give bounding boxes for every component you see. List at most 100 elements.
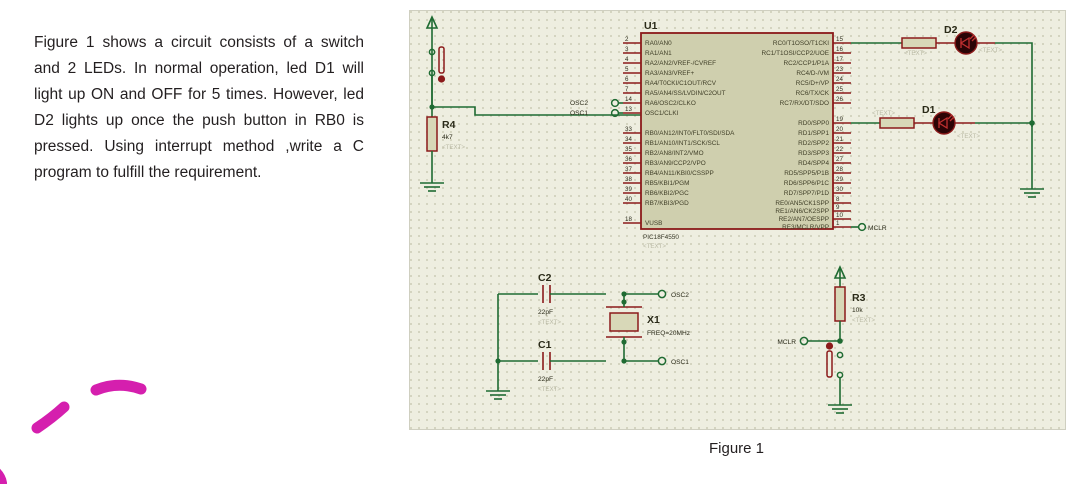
ground-symbol-r4: [420, 182, 444, 192]
reset-network: [799, 265, 852, 414]
pin-label: RC5/D+/VP: [796, 80, 829, 87]
pin-label: RC2/CCP1/P1A: [784, 60, 830, 67]
pin-label: RA4/T0CKI/C1OUT/RCV: [645, 80, 717, 87]
pin-label: RE3/MCLR/VPP: [782, 224, 829, 231]
pin-label: RB5/KBI1/PGM: [645, 180, 689, 187]
schematic-graphics: [420, 15, 1044, 414]
ink-stroke-arc: [90, 379, 147, 396]
d2-refdes: D2: [944, 24, 958, 36]
pin-number: 19: [836, 116, 843, 123]
question-paragraph: Figure 1 shows a circuit consists of a s…: [34, 34, 364, 181]
d1-refdes: D1: [922, 104, 936, 116]
r4-refdes: R4: [442, 119, 456, 131]
ic-right-pinnums-d: 19 20 21 22 27 28 29 30: [836, 116, 843, 193]
pin-label: RD3/SPP3: [798, 150, 829, 157]
schematic-text: U1 PIC18F4550 <TEXT> RA0/AN0 RA1/AN1 RA2…: [442, 20, 1002, 393]
ic-left-pin-stubs-b: [623, 132, 641, 204]
pin-label-vusb: VUSB: [645, 220, 662, 227]
pin-number: 6: [625, 76, 629, 83]
c2-value: 22pF: [538, 309, 553, 316]
c1-ghost: <TEXT>: [538, 386, 561, 393]
pin-label: RD2/SPP2: [798, 140, 829, 147]
r4-value: 4k7: [442, 134, 453, 141]
osc-terminals-ic: [610, 98, 623, 118]
pin-label: RD7/SPP7/P1D: [784, 190, 829, 197]
pin-number: 26: [836, 96, 843, 103]
wire-switch-to-rb0: [432, 106, 641, 116]
pin-number: 14: [625, 96, 632, 103]
pin-number: 7: [625, 86, 629, 93]
pin-number: 13: [625, 106, 632, 113]
netlabel-osc1-xtal: OSC1: [671, 359, 689, 366]
pin-label: RA3/AN3/VREF+: [645, 70, 694, 77]
netlabel-mclr-reset: MCLR: [777, 339, 796, 346]
pin-label: OSC1/CLKI: [645, 110, 679, 117]
pin-number: 24: [836, 76, 843, 83]
netlabel-osc2-xtal: OSC2: [671, 292, 689, 299]
r3-ghost: <TEXT>: [852, 317, 875, 324]
c1-refdes: C1: [538, 339, 552, 351]
ic-partname: PIC18F4550: [643, 234, 679, 241]
ic-ghost-label: <TEXT>: [643, 243, 666, 250]
ic-left-pinnums-a: 2 3 4 5 6 7 14 13: [625, 36, 632, 113]
pin-number: 16: [836, 46, 843, 53]
led-d2-branch: [851, 31, 1033, 127]
c2-ghost: <TEXT>: [538, 319, 561, 326]
pin-number: 38: [625, 176, 632, 183]
osc-terminals-crystal: [624, 289, 667, 366]
pin-label: RB2/AN8/INT2/VMO: [645, 150, 704, 157]
pin-number: 34: [625, 136, 632, 143]
pin-label: RD1/SPP1: [798, 130, 829, 137]
ic-right-pin-stubs-d: [833, 122, 851, 194]
ink-stroke-corner: [0, 468, 7, 484]
pin-label: RC4/D-/VM: [796, 70, 829, 77]
d2-res-ghost: <TEXT>: [904, 50, 927, 57]
pin-label: RD0/SPP0: [798, 120, 829, 127]
ink-stroke-diagonal: [31, 401, 70, 434]
pin-number: 33: [625, 126, 632, 133]
pin-number: 10: [836, 212, 843, 219]
crystal-x1: [606, 291, 642, 364]
pin-number: 39: [625, 186, 632, 193]
pin-number: 22: [836, 146, 843, 153]
pin-label: RB7/KBI3/PGD: [645, 200, 689, 207]
pin-number-vusb: 18: [625, 216, 632, 223]
c2-refdes: C2: [538, 272, 552, 284]
capacitor-c2: [498, 285, 606, 303]
junction-mclr: [837, 338, 843, 344]
pin-number: 17: [836, 56, 843, 63]
push-button-switch-rb0: [428, 46, 446, 107]
figure-caption: Figure 1: [708, 440, 765, 457]
pin-label: RE0/AN5/CK1SPP: [775, 200, 829, 207]
pin-number: 3: [625, 46, 629, 53]
ic-right-pinnums-e: 8 9 10 1: [836, 196, 843, 227]
pin-label: RA6/OSC2/CLKO: [645, 100, 696, 107]
c1-value: 22pF: [538, 376, 553, 383]
ink-annotation-marks: [0, 379, 147, 484]
ic-right-labels-d: RD0/SPP0 RD1/SPP1 RD2/SPP2 RD3/SPP3 RD4/…: [784, 120, 830, 197]
pin-label: RC7/RX/DT/SDO: [780, 100, 829, 107]
r3-value: 10k: [852, 307, 863, 314]
r3-refdes: R3: [852, 292, 866, 304]
ic-right-pinnums-c: 15 16 17 23 24 25 26: [836, 36, 843, 103]
pin-label: RB4/AN11/KBI0/CSSPP: [645, 170, 714, 177]
pin-number: 29: [836, 176, 843, 183]
x1-refdes: X1: [647, 314, 660, 326]
x1-value: FREQ=20MHz: [647, 330, 690, 337]
pin-number: 37: [625, 166, 632, 173]
resistor-r4: [426, 107, 438, 183]
pin-number: 8: [836, 196, 840, 203]
pin-number: 1: [836, 220, 840, 227]
ground-symbol-osc: [486, 390, 510, 400]
ic-left-pinnums-b: 33 34 35 36 37 38 39 40: [625, 126, 632, 203]
pin-label: RE1/AN6/CK2SPP: [775, 208, 829, 215]
d2-ghost: <TEXT>: [979, 47, 1002, 54]
ic-right-labels-e: RE0/AN5/CK1SPP RE1/AN6/CK2SPP RE2/AN7/OE…: [775, 200, 829, 231]
pin-label: RD5/SPP5/P1B: [784, 170, 829, 177]
mclr-terminal-ic: [851, 222, 867, 232]
netlabel-osc2-ic: OSC2: [570, 100, 588, 107]
r4-ghost: <TEXT>: [442, 144, 465, 151]
led-d1-branch: [851, 111, 1035, 189]
d1-res-ghost: <TEXT>: [872, 110, 895, 117]
ic-right-labels-c: RC0/T1OSO/T1CKI RC1/T1OSI/CCP2/UOE RC2/C…: [762, 40, 830, 107]
